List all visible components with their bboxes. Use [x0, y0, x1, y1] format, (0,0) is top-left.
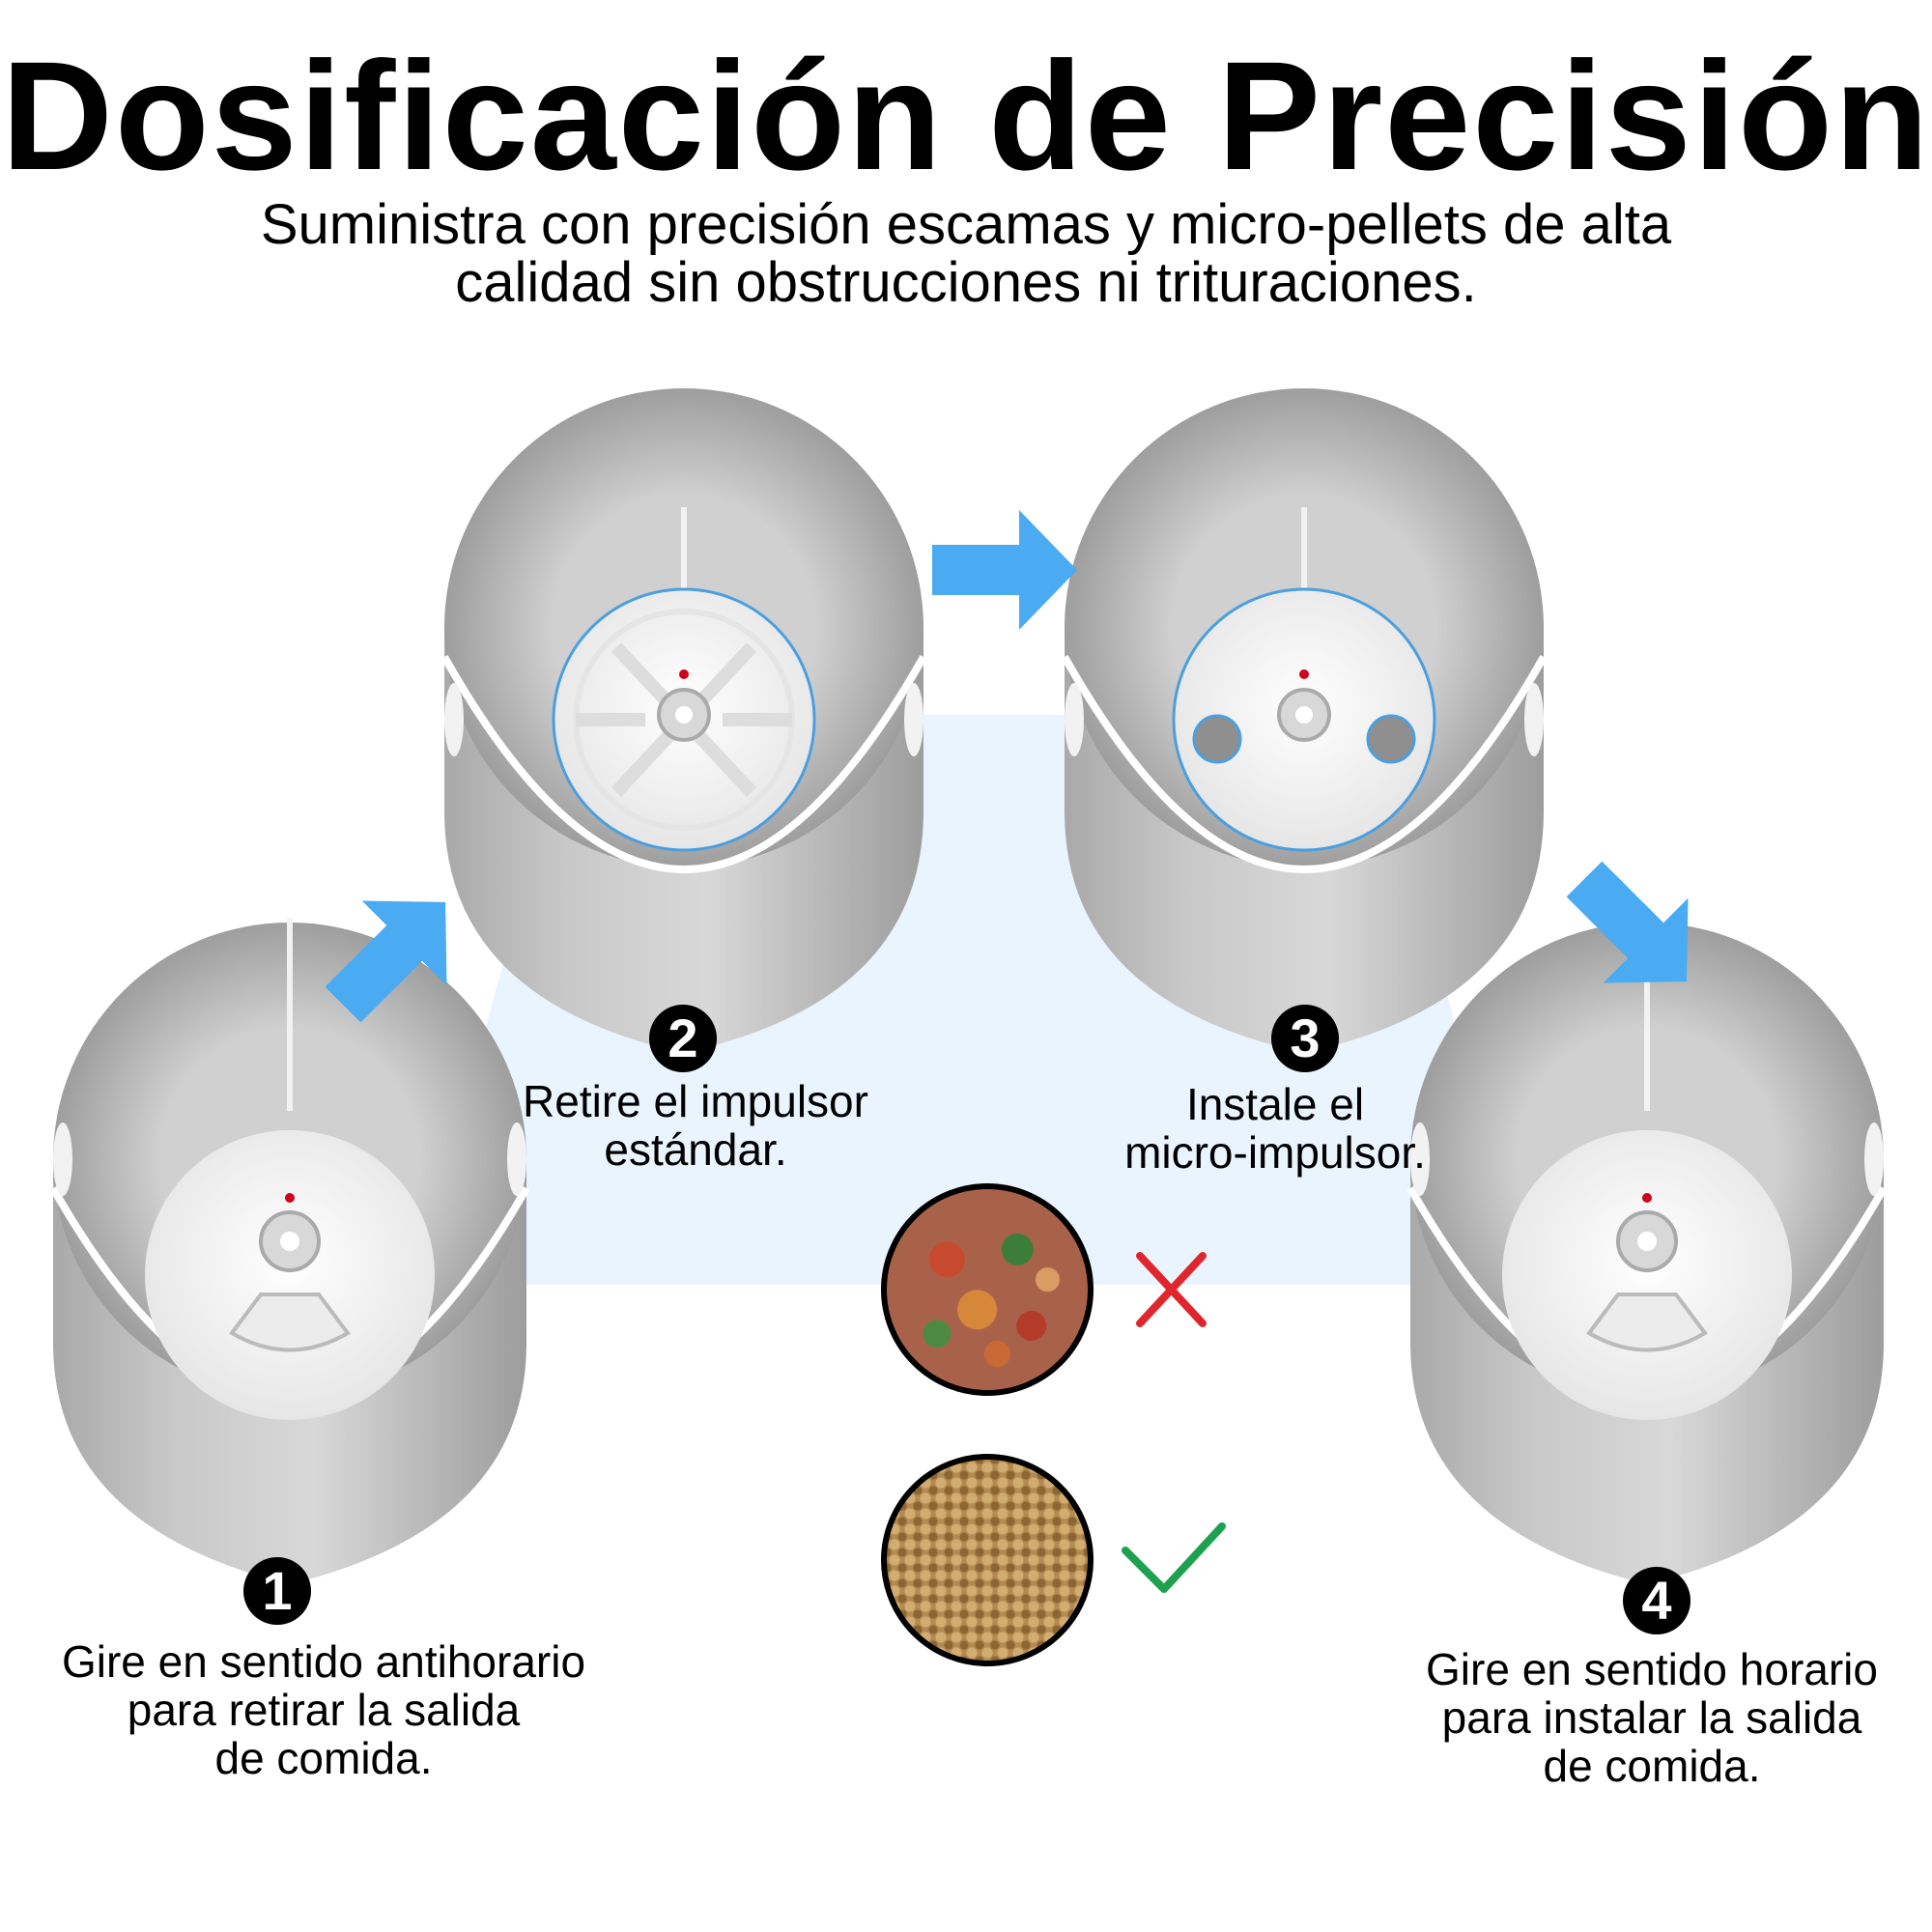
page-subtitle: Suministra con precisión escamas y micro… [193, 196, 1739, 312]
step-badge-1: 1 [243, 1557, 311, 1625]
step-3-caption: Instale el micro-impulsor. [1072, 1080, 1478, 1177]
cross-icon [1136, 1252, 1207, 1327]
caption-line: para retirar la salida [127, 1685, 521, 1735]
micro-hole [1192, 714, 1242, 764]
check-icon [1122, 1522, 1226, 1593]
page-title: Dosificación de Precisión [1, 29, 1931, 202]
pellet-food-image [881, 1454, 1094, 1666]
micro-hole [1366, 714, 1416, 764]
feeder-step-1 [49, 918, 530, 1584]
alignment-dot [285, 1193, 295, 1203]
step-1-caption: Gire en sentido antihorario para retirar… [10, 1637, 638, 1782]
step-badge-4: 4 [1623, 1567, 1690, 1634]
subtitle-line: calidad sin obstrucciones ni trituracion… [455, 251, 1477, 314]
outlet-opening [229, 1293, 351, 1352]
caption-line: Retire el impulsor [523, 1076, 868, 1126]
caption-line: de comida. [214, 1733, 433, 1783]
caption-line: micro-impulsor. [1124, 1127, 1426, 1178]
step-badge-2: 2 [649, 1005, 717, 1072]
alignment-dot [1299, 669, 1309, 679]
food-outlet-plate [145, 1130, 435, 1420]
step-4-caption: Gire en sentido horario para instalar la… [1377, 1645, 1927, 1790]
arrow-right-icon [932, 510, 1077, 630]
caption-line: Gire en sentido horario [1426, 1644, 1878, 1694]
feeder-step-2 [440, 388, 927, 1053]
alignment-dot [679, 669, 689, 679]
step-2-caption: Retire el impulsor estándar. [444, 1077, 947, 1174]
standard-impeller [576, 642, 792, 797]
arrow-down-right-icon [1566, 861, 1689, 983]
food-outlet-plate [1502, 1130, 1792, 1420]
arrow-up-right-icon [325, 900, 447, 1023]
caption-line: Gire en sentido antihorario [61, 1636, 586, 1687]
feeder-step-3 [1061, 388, 1548, 1053]
caption-line: estándar. [604, 1124, 787, 1175]
outlet-opening [1586, 1293, 1708, 1352]
flake-food-image [881, 1183, 1094, 1396]
caption-line: Instale el [1185, 1079, 1365, 1129]
caption-line: de comida. [1543, 1741, 1761, 1791]
step-badge-3: 3 [1271, 1005, 1339, 1072]
subtitle-line: Suministra con precisión escamas y micro… [260, 193, 1672, 256]
feeder-step-4 [1406, 918, 1888, 1584]
alignment-dot [1642, 1193, 1652, 1203]
caption-line: para instalar la salida [1441, 1692, 1862, 1743]
